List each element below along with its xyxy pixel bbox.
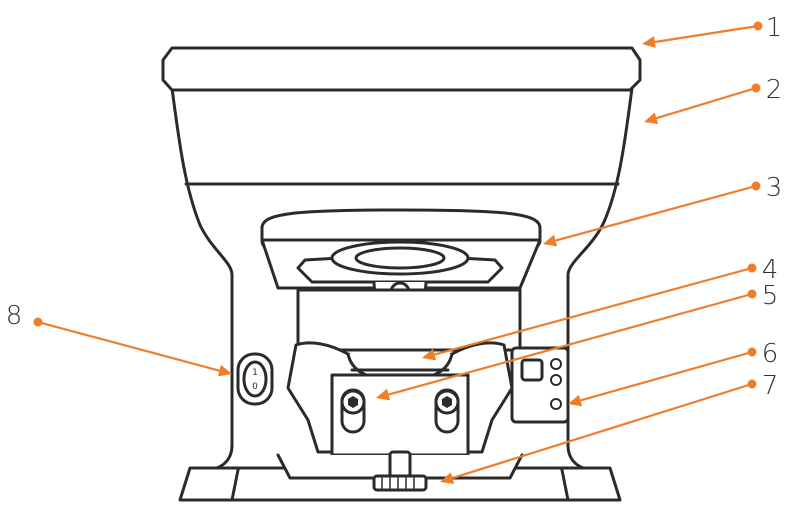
callout-line-8 [37,320,220,372]
callout-dot-2 [751,83,761,93]
grinder-outlet-inner [354,246,446,270]
callout-arrowhead-3 [543,234,558,247]
callout-dot-6 [747,347,757,357]
control-panel-display [520,358,544,382]
callout-arrowhead-2 [644,112,659,124]
callout-arrowhead-4 [422,348,437,361]
callout-line-3 [555,184,757,242]
knob-grip-lines [381,477,415,489]
callout-line-2 [656,86,757,120]
callout-line-7 [452,382,753,480]
control-panel-button-2 [550,374,562,386]
power-switch-rocker [242,360,268,398]
callout-arrowhead-8 [217,364,232,377]
support-column [296,288,522,352]
callout-label-3: 3 [766,173,783,203]
base-seam-right [560,468,570,502]
callout-dot-5 [747,289,757,299]
callout-line-5 [388,292,753,396]
switch-off-mark: 0 [252,382,258,392]
callout-arrowhead-5 [376,388,391,401]
adjustment-knob-stem [388,450,412,480]
callout-dot-7 [747,379,757,389]
callout-arrowhead-1 [642,36,656,48]
callout-line-1 [654,24,759,44]
callout-dot-1 [753,21,763,31]
callout-label-6: 6 [762,339,779,369]
callout-label-7: 7 [762,371,779,401]
control-panel-button-1 [550,358,562,370]
bolt-right-hex-icon [442,396,452,408]
top-lid [161,46,642,92]
callout-line-6 [580,350,753,402]
callout-arrowhead-7 [440,472,455,484]
callout-arrowhead-6 [568,394,583,407]
callout-dot-8 [33,317,43,327]
callout-label-4: 4 [762,255,779,285]
callout-label-8: 8 [6,301,23,331]
bolt-left-hex-icon [348,396,358,408]
callout-label-2: 2 [766,75,783,105]
callout-line-4 [434,266,753,356]
callout-dot-4 [747,263,757,273]
adjustment-knob [372,474,428,492]
callout-label-1: 1 [766,13,783,43]
base-seam-left [230,468,240,502]
switch-on-mark: 1 [252,368,258,378]
callout-dot-3 [751,181,761,191]
callout-label-5: 5 [762,281,779,311]
control-panel-button-3 [550,398,562,410]
